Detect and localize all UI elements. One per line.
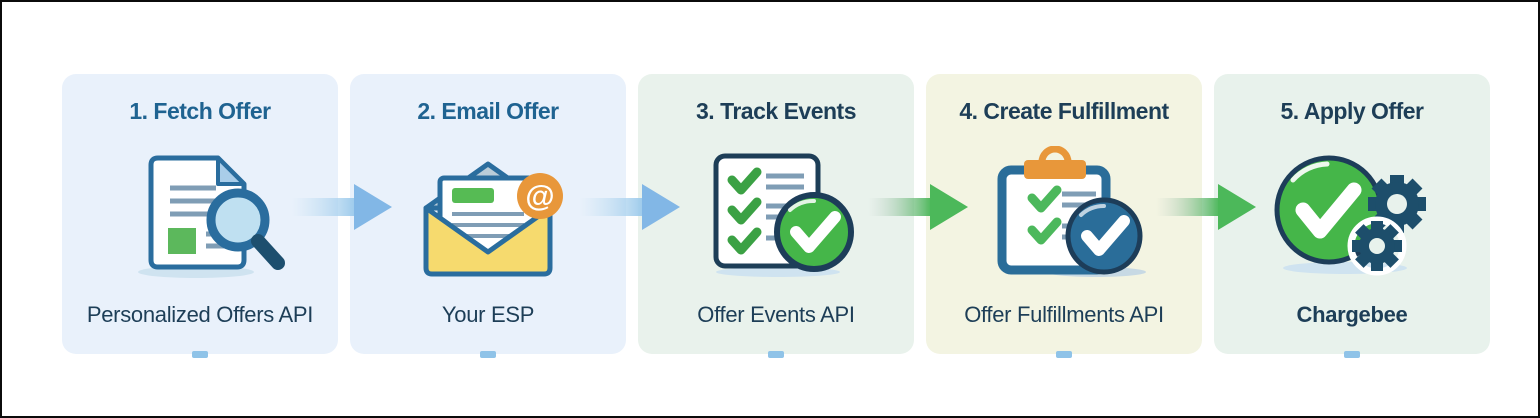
step-subtitle: Chargebee xyxy=(1296,302,1408,327)
step-title: 2. Email Offer xyxy=(417,98,559,124)
step-title: 1. Fetch Offer xyxy=(129,98,271,124)
card-footer-tick xyxy=(480,351,496,358)
step-title: 4. Create Fulfillment xyxy=(959,98,1169,124)
step-subtitle: Offer Fulfillments API xyxy=(964,302,1164,327)
arrow-right-icon xyxy=(868,184,968,230)
gear-large xyxy=(1368,174,1426,233)
step-subtitle: Your ESP xyxy=(441,302,535,327)
checklist-check-icon xyxy=(688,125,864,302)
step-subtitle: Personalized Offers API xyxy=(86,302,314,327)
arrow-right-icon xyxy=(580,184,680,230)
card-footer-tick xyxy=(1056,351,1072,358)
arrow-right-icon xyxy=(292,184,392,230)
step-title: 5. Apply Offer xyxy=(1280,98,1424,124)
email-envelope-icon: @ xyxy=(400,125,576,302)
step-card-apply-offer: 5. Apply Offer xyxy=(1214,74,1490,354)
card-footer-tick xyxy=(768,351,784,358)
arrow-right-icon xyxy=(1156,184,1256,230)
step-card-track-events: 3. Track Events Offer Events API xyxy=(638,74,914,354)
card-footer-tick xyxy=(1344,351,1360,358)
card-footer-tick xyxy=(192,351,208,358)
gear-small xyxy=(1347,216,1407,275)
check-gears-icon xyxy=(1259,125,1445,302)
step-subtitle: Offer Events API xyxy=(697,302,855,327)
svg-text:@: @ xyxy=(525,180,554,213)
clipboard-check-icon xyxy=(976,125,1152,302)
document-magnifier-icon xyxy=(112,125,288,302)
step-title: 3. Track Events xyxy=(696,98,857,124)
